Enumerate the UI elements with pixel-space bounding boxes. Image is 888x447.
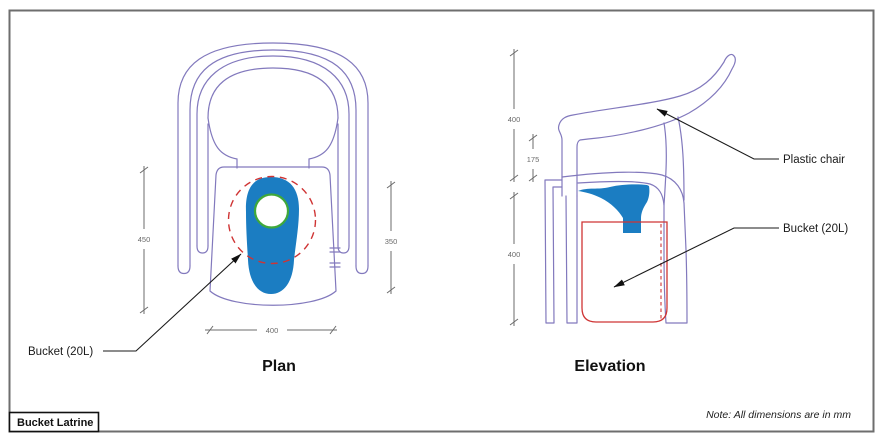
- elev-bucket-outline: [581, 221, 668, 323]
- dim-value: 400: [266, 326, 279, 335]
- plan-bucket-label: Bucket (20L): [28, 346, 93, 358]
- elev-back-leg: [663, 202, 688, 324]
- elev-front-leg-2: [565, 195, 578, 324]
- elevation-chair-outline: [544, 53, 736, 324]
- plan-title: Plan: [262, 358, 296, 375]
- dim-line: [509, 192, 519, 326]
- dim-value: 400: [508, 115, 521, 124]
- plan-leg-cap-left-inner: [196, 245, 209, 254]
- elev-bucket-leader-arrow: [613, 227, 779, 288]
- plan-chair-outline: [177, 42, 369, 306]
- plan-arch-outer-inner-line: [189, 49, 357, 267]
- elev-funnel-shape: [578, 184, 650, 233]
- plan-leg-cap-right-inner: [337, 245, 350, 254]
- plan-leg-cap-right-outer: [355, 265, 369, 275]
- elevation-view: 400 175 400 Plastic chair Bucket (20L) E…: [508, 49, 848, 375]
- plan-bucket-dashed-circle: [227, 175, 317, 265]
- elev-chair-leader-arrow: [656, 108, 779, 160]
- sheet-title: Bucket Latrine: [17, 417, 93, 429]
- drawing-border: [8, 9, 875, 433]
- plan-leg-cap-left-outer: [177, 265, 191, 275]
- dim-value: 350: [385, 237, 398, 246]
- elev-backrest-rail: [557, 53, 736, 197]
- plan-arch-inner: [196, 55, 350, 247]
- dim-line: [528, 134, 538, 182]
- title-block-box: [8, 411, 100, 433]
- elev-dim-400-bottom: 400: [508, 192, 521, 326]
- dim-value: 450: [138, 235, 151, 244]
- plan-seat: [209, 166, 337, 306]
- title-block: Bucket Latrine: [8, 411, 100, 433]
- dim-value: 175: [527, 155, 540, 164]
- plan-arch-inner-inner-line: [207, 67, 339, 247]
- dim-line: [205, 325, 337, 335]
- elev-dim-175: 175: [527, 134, 540, 182]
- plan-dim-450: 450: [138, 166, 151, 314]
- plan-shoulder-left: [207, 117, 238, 169]
- plan-dim-400: 400: [205, 325, 337, 335]
- dim-line: [509, 49, 519, 182]
- dim-line: [386, 181, 396, 294]
- plan-view: 450 350 400 Bucket (20L) Plan: [28, 42, 398, 375]
- elev-rear-support: [663, 116, 685, 206]
- plan-shoulder-right: [308, 117, 339, 169]
- plan-bucket-leader-arrow: [103, 253, 242, 352]
- plan-seat-hole: [253, 193, 290, 229]
- elev-front-leg-1: [544, 179, 563, 324]
- elev-chair-label: Plastic chair: [783, 154, 845, 166]
- plan-arch-outer: [177, 42, 369, 267]
- dimensions-note: Note: All dimensions are in mm: [706, 409, 851, 421]
- elev-dim-400-top: 400: [508, 49, 521, 182]
- elev-seat: [561, 171, 685, 206]
- elevation-title: Elevation: [574, 358, 645, 375]
- dim-value: 400: [508, 250, 521, 259]
- dim-line: [139, 166, 149, 314]
- plan-seat-tabs: [329, 247, 341, 268]
- plan-dim-350: 350: [385, 181, 398, 294]
- elev-bucket-label: Bucket (20L): [783, 223, 848, 235]
